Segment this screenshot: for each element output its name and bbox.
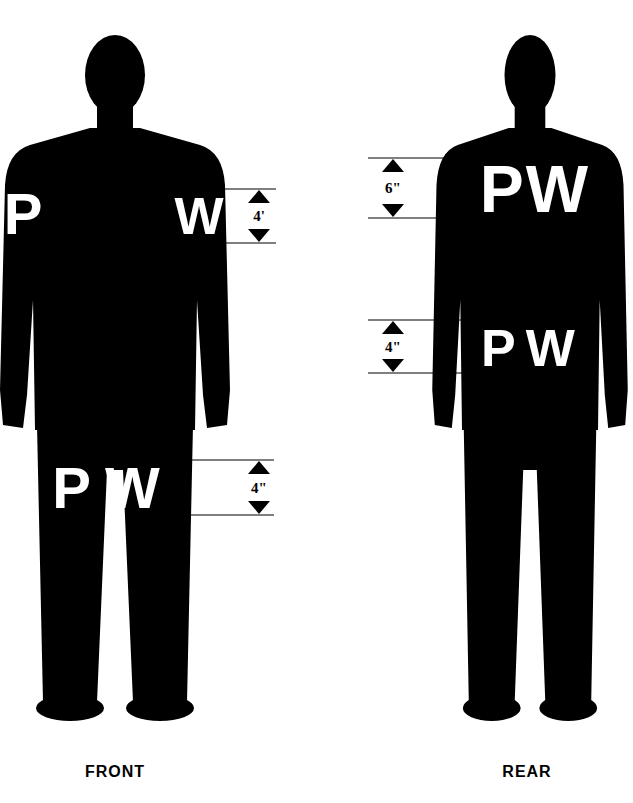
dimension-lines: [172, 158, 472, 515]
arrow-head: [382, 204, 404, 217]
extension-line: [218, 188, 276, 189]
marking-letter: W: [174, 190, 223, 242]
arrow-head: [382, 321, 404, 334]
extension-line: [172, 459, 274, 460]
extension-line: [368, 157, 472, 158]
extension-line: [172, 514, 274, 515]
extension-line: [368, 372, 466, 373]
dimension-label: 4': [253, 209, 265, 224]
arrow-head: [248, 501, 270, 514]
dimension-label: 6": [385, 181, 401, 196]
extension-line: [368, 319, 466, 320]
view-caption: REAR: [502, 764, 551, 780]
rear-figure: [432, 35, 628, 721]
marking-letter: P: [4, 185, 43, 243]
arrow-head: [382, 359, 404, 372]
arrow-head: [248, 190, 270, 203]
dimension-label: 4": [385, 340, 401, 355]
marking-letters: PW: [480, 156, 590, 222]
arrow-head: [248, 461, 270, 474]
marking-letters: PW: [52, 459, 173, 517]
view-caption: FRONT: [85, 764, 145, 780]
arrow-head: [382, 159, 404, 172]
dimension-label: 4": [251, 481, 267, 496]
extension-line: [218, 242, 276, 243]
extension-line: [368, 217, 472, 218]
marking-letters: PW: [481, 322, 585, 374]
arrow-head: [248, 229, 270, 242]
dimension-arrows: [248, 159, 404, 514]
front-figure: [0, 35, 230, 721]
